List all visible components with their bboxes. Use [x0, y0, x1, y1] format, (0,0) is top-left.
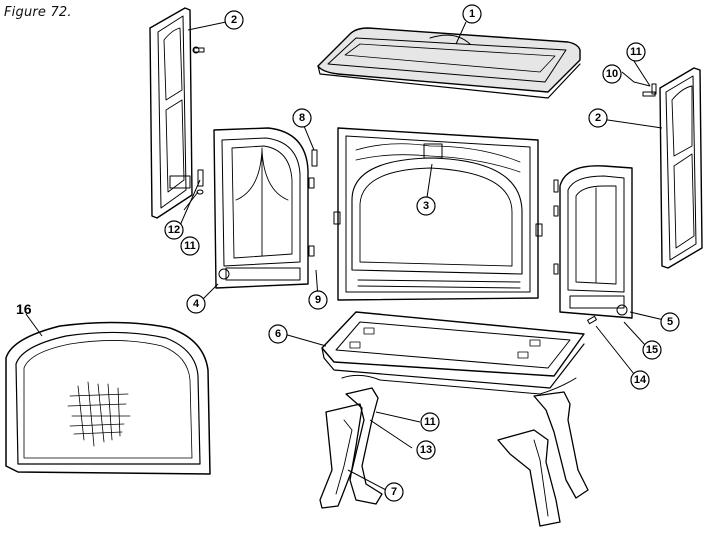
- callout-15-label: 15: [646, 344, 658, 356]
- leg-front-left: [319, 403, 365, 509]
- callout-14-label: 14: [634, 374, 647, 386]
- left-side-panel: [149, 7, 205, 219]
- callout-2-left: 2: [224, 10, 244, 30]
- door-glass-frame: [5, 321, 211, 475]
- leg-front-right: [497, 429, 561, 527]
- leg-back-left: [345, 387, 383, 505]
- leg-back-right: [533, 391, 589, 499]
- bottom-plate: [321, 311, 585, 395]
- callout-11-mid: 11: [420, 412, 440, 432]
- left-panel-bolt: [192, 46, 205, 54]
- top-plate: [317, 27, 581, 99]
- callout-9: 9: [308, 290, 328, 310]
- callout-9-label: 9: [315, 294, 321, 306]
- callout-2-right: 2: [588, 108, 608, 128]
- right-side-panel: [642, 67, 703, 269]
- callout-15: 15: [642, 340, 662, 360]
- callout-8-label: 8: [299, 112, 305, 124]
- glass-hatch-mark: [67, 381, 131, 447]
- callout-11-left: 11: [180, 236, 200, 256]
- callout-11-left-label: 11: [184, 240, 196, 252]
- callout-5-label: 5: [667, 316, 673, 328]
- front-frame: [333, 127, 543, 301]
- callout-11-mid-label: 11: [424, 416, 436, 428]
- callout-1-label: 1: [469, 8, 475, 20]
- callout-4-label: 4: [193, 298, 200, 310]
- callout-12: 12: [164, 220, 184, 240]
- callout-14: 14: [630, 370, 650, 390]
- callout-5: 5: [660, 312, 680, 332]
- callout-6-label: 6: [275, 328, 281, 340]
- callout-2-left-label: 2: [231, 14, 237, 26]
- callout-11-top: 11: [626, 42, 646, 62]
- callout-8: 8: [292, 108, 312, 128]
- callout-16-label: 16: [16, 301, 32, 317]
- right-door: [553, 165, 633, 325]
- callout-13-label: 13: [420, 444, 432, 456]
- right-panel-screw: [642, 83, 657, 97]
- left-panel-pin: [196, 169, 204, 195]
- callout-1: 1: [462, 4, 482, 24]
- callout-4: 4: [186, 294, 206, 314]
- callout-10-label: 10: [606, 68, 618, 80]
- callout-3: 3: [416, 196, 436, 216]
- callout-7-label: 7: [391, 486, 397, 498]
- callout-13: 13: [416, 440, 436, 460]
- left-door: [213, 127, 318, 289]
- callout-7: 7: [384, 482, 404, 502]
- figure-title: Figure 72.: [4, 5, 72, 20]
- callout-6: 6: [268, 324, 288, 344]
- callout-3-label: 3: [423, 200, 429, 212]
- callout-12-label: 12: [168, 224, 180, 236]
- callout-10: 10: [602, 64, 622, 84]
- callout-11-top-label: 11: [630, 46, 642, 58]
- callout-2-right-label: 2: [595, 112, 601, 124]
